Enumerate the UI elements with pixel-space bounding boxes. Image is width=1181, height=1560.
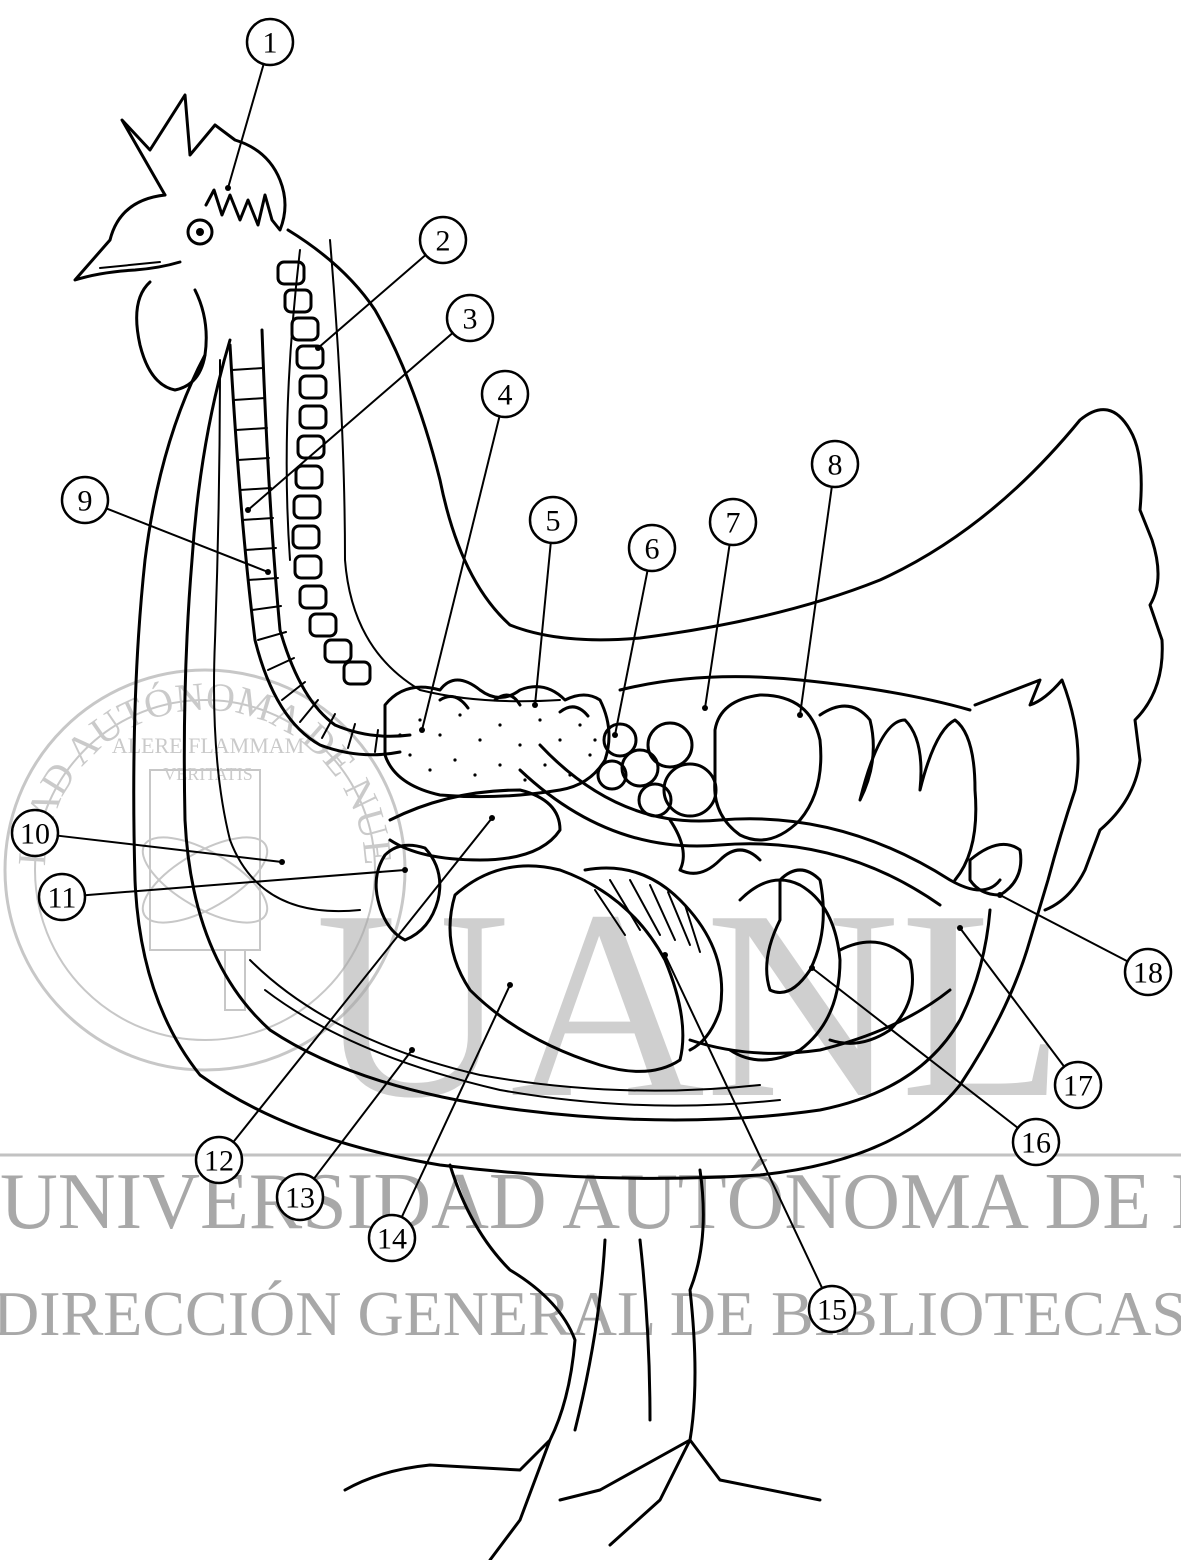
callout-leader-dot xyxy=(662,952,668,958)
callout-1: 1 xyxy=(225,19,293,191)
callout-leader-dot xyxy=(315,345,321,351)
callout-leader-dot xyxy=(702,705,708,711)
callout-leader-dot xyxy=(957,925,963,931)
comb xyxy=(122,95,285,230)
watermark-line2: DIRECCIÓN GENERAL DE BIBLIOTECAS xyxy=(0,1278,1181,1349)
callout-leader-dot xyxy=(532,702,538,708)
callout-leader-dot xyxy=(265,569,271,575)
callout-number: 16 xyxy=(1021,1127,1051,1160)
callout-leader-dot xyxy=(409,1047,415,1053)
callout-leader-dot xyxy=(612,732,618,738)
callout-leader-dot xyxy=(489,815,495,821)
callout-number: 9 xyxy=(78,485,93,518)
callout-leader-dot xyxy=(997,892,1003,898)
callout-number: 6 xyxy=(645,533,660,566)
callout-number: 17 xyxy=(1063,1070,1093,1103)
callout-4: 4 xyxy=(419,371,528,733)
callout-leader-dot xyxy=(402,867,408,873)
callout-7: 7 xyxy=(702,499,756,711)
callout-leader-line xyxy=(58,836,282,862)
callout-number: 5 xyxy=(546,505,561,538)
callout-number: 4 xyxy=(498,379,513,412)
callout-leader-dot xyxy=(797,712,803,718)
callout-number: 2 xyxy=(436,225,451,258)
callout-3: 3 xyxy=(245,295,493,513)
callout-leader-dot xyxy=(419,727,425,733)
callout-number: 11 xyxy=(48,882,77,915)
callout-leader-line xyxy=(422,416,499,730)
callout-leader-line xyxy=(535,543,551,705)
callout-number: 12 xyxy=(204,1145,234,1178)
callout-leader-line xyxy=(615,571,648,735)
oviduct-coils xyxy=(820,706,976,880)
callout-leader-dot xyxy=(225,185,231,191)
callout-number: 8 xyxy=(828,449,843,482)
callout-number: 10 xyxy=(20,818,50,851)
watermark-motto-2: VERITATIS xyxy=(163,764,253,784)
callout-leader-dot xyxy=(809,965,815,971)
watermark-motto-1: ALERE FLAMMAM xyxy=(112,733,305,758)
callout-2: 2 xyxy=(315,217,466,351)
pupil xyxy=(196,228,204,236)
callout-6: 6 xyxy=(612,525,675,738)
callout-number: 15 xyxy=(817,1294,847,1327)
callout-number: 1 xyxy=(263,27,278,60)
callout-number: 13 xyxy=(285,1182,315,1215)
callout-number: 14 xyxy=(377,1223,407,1256)
callout-number: 7 xyxy=(726,507,741,540)
callout-5: 5 xyxy=(530,497,576,708)
callout-leader-dot xyxy=(245,507,251,513)
callout-number: 3 xyxy=(463,303,478,336)
watermark-line1: UNIVERSIDAD AUTÓNOMA DE NUEVO LEÓ xyxy=(0,1158,1181,1246)
watermark: UNIVERSIDAD AUTÓNOMA DE NUEVO LEÓN ALERE… xyxy=(0,0,1181,1349)
head-outline xyxy=(75,195,180,280)
callout-leader-dot xyxy=(507,982,513,988)
callout-leader-line xyxy=(228,64,264,188)
liver xyxy=(390,790,560,860)
callout-leader-dot xyxy=(279,859,285,865)
callout-number: 18 xyxy=(1133,957,1163,990)
callout-8: 8 xyxy=(797,441,858,718)
